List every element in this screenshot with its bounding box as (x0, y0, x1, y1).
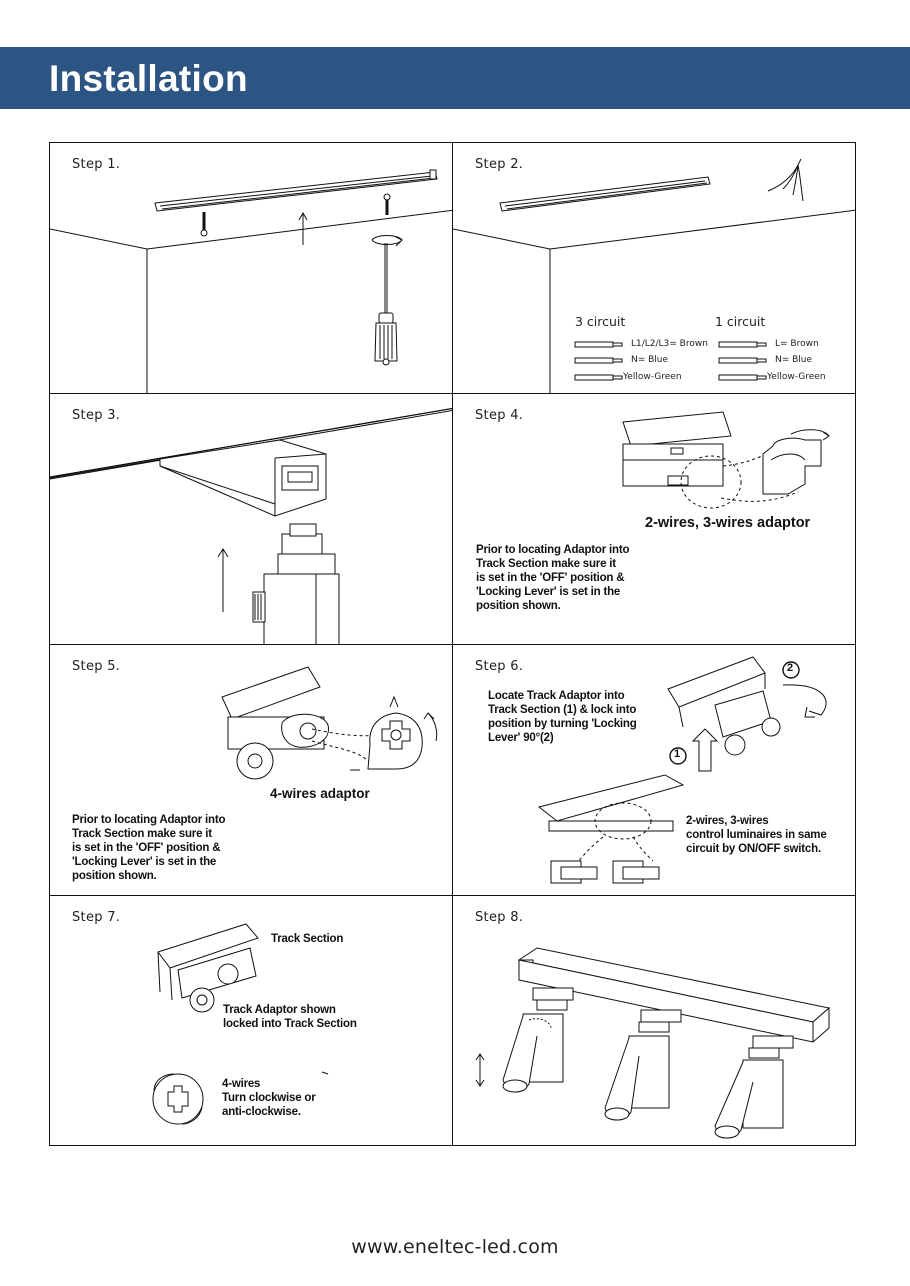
step-6-note2-line: circuit by ON/OFF switch. (686, 843, 821, 855)
step-7-wires-line: 4-wires (222, 1078, 261, 1090)
step-5-adaptor-title: 4-wires adaptor (270, 786, 370, 801)
step-6-badge-2: 2 (787, 662, 794, 674)
step-7-wires-line: Turn clockwise or (222, 1092, 316, 1104)
step-6-note-line: Locate Track Adaptor into (488, 690, 625, 702)
step-7-track-label: Track Section (271, 933, 344, 945)
page-title: Installation (49, 58, 248, 99)
wire-3c-brown: L1/L2/L3= Brown (631, 339, 708, 349)
step-4-note-line: 'Locking Lever' is set in the (476, 586, 621, 598)
step-8-panel: Step 8. (452, 895, 856, 1146)
header-banner: Installation (0, 47, 910, 109)
step-8-illustration (475, 947, 831, 1139)
step-6-note-2: 2-wires, 3-wires control luminaires in s… (686, 814, 827, 856)
step-6-note-line: Lever' 90°(2) (488, 732, 554, 744)
step-3-panel: Step 3. (49, 393, 454, 646)
step-4-note-line: position shown. (476, 600, 561, 612)
wire-1c-yellow-green: Yellow-Green (767, 372, 826, 382)
step-4-label: Step 4. (475, 408, 524, 423)
step-4-panel: Step 4. 2-wires, 3-wires adaptor Prior t… (452, 393, 856, 646)
step-4-note-line: is set in the 'OFF' position & (476, 572, 625, 584)
step-5-illustration (221, 666, 438, 780)
step-2-label: Step 2. (475, 157, 524, 172)
step-5-note-line: is set in the 'OFF' position & (72, 842, 221, 854)
step-7-panel: Step 7. Track Section Track Adaptor show… (49, 895, 454, 1146)
step-5-panel: Step 5. 4-wires adaptor (49, 644, 454, 897)
step-6-note-line: position by turning 'Locking (488, 718, 637, 730)
step-7-adaptor-line: locked into Track Section (223, 1018, 357, 1030)
step-5-note-line: Track Section make sure it (72, 828, 212, 840)
steps-grid: Step 1. (49, 142, 856, 1146)
step-6-note2-line: control luminaires in same (686, 829, 827, 841)
step-5-note-line: position shown. (72, 870, 157, 882)
step-4-note-line: Track Section make sure it (476, 558, 616, 570)
step-7-adaptor-caption: Track Adaptor shown locked into Track Se… (223, 1003, 357, 1031)
step-7-wires-caption: 4-wires Turn clockwise or anti-clockwise… (222, 1077, 316, 1119)
step-7-illustration (152, 923, 329, 1125)
step-7-label: Step 7. (72, 910, 121, 925)
step-6-illustration (537, 656, 827, 884)
wire-1c-blue: N= Blue (775, 355, 813, 365)
step-5-note: Prior to locating Adaptor into Track Sec… (72, 813, 225, 883)
step-6-note2-line: 2-wires, 3-wires (686, 815, 769, 827)
step-3-label: Step 3. (72, 408, 121, 423)
step-6-panel: Step 6. Locate Track Adaptor into Track … (452, 644, 856, 897)
footer-url[interactable]: www.eneltec-led.com (351, 1236, 559, 1258)
wire-1c-brown: L= Brown (775, 339, 819, 349)
wire-3c-blue: N= Blue (631, 355, 669, 365)
step-2-panel: Step 2. (452, 142, 856, 395)
step-7-wires-line: anti-clockwise. (222, 1106, 301, 1118)
step-6-note: Locate Track Adaptor into Track Section … (488, 689, 637, 745)
wire-3c-yellow-green: Yellow-Green (623, 372, 682, 382)
step-6-badge-1: 1 (674, 748, 681, 760)
one-circuit-heading: 1 circuit (715, 314, 766, 329)
step-4-illustration (622, 411, 830, 509)
three-circuit-heading: 3 circuit (575, 314, 626, 329)
step-4-adaptor-title: 2-wires, 3-wires adaptor (645, 515, 811, 531)
step-6-label: Step 6. (475, 659, 524, 674)
step-5-label: Step 5. (72, 659, 121, 674)
step-5-note-line: Prior to locating Adaptor into (72, 814, 226, 826)
step-4-note: Prior to locating Adaptor into Track Sec… (476, 543, 629, 613)
step-7-adaptor-line: Track Adaptor shown (223, 1004, 336, 1016)
step-2-illustration (453, 158, 855, 394)
step-1-panel: Step 1. (49, 142, 454, 395)
step-5-note-line: 'Locking Lever' is set in the (72, 856, 217, 868)
step-1-label: Step 1. (72, 157, 121, 172)
step-6-note-line: Track Section (1) & lock into (488, 704, 637, 716)
step-3-illustration (50, 407, 453, 645)
step-8-label: Step 8. (475, 910, 524, 925)
step-4-note-line: Prior to locating Adaptor into (476, 544, 630, 556)
step-1-illustration (50, 169, 453, 394)
